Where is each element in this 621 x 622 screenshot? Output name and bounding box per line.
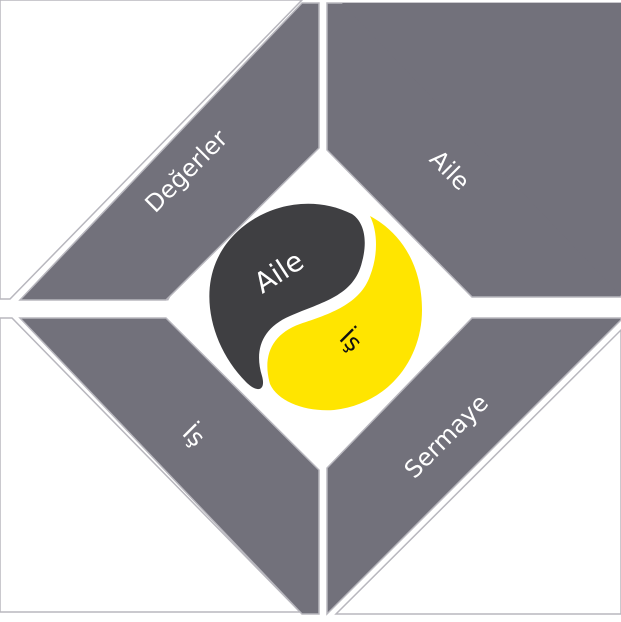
quadrant-bottom-right-white-area (334, 328, 621, 615)
quadrant-top-left-white-area (0, 0, 304, 300)
quadrant-bottom-left: İş (0, 317, 320, 615)
panel-bottom-right (326, 317, 621, 616)
yin-yang: Aile İş (209, 203, 422, 411)
yin-yang-dark-half (209, 203, 365, 390)
panel-bottom-left (18, 317, 320, 615)
quadrant-top-left: Değerler (0, 0, 320, 301)
yin-yang-light-half (267, 216, 422, 411)
panel-top-left-band (18, 2, 320, 301)
quadrant-top-right: Aile (326, 2, 621, 298)
quadrant-top-right-corner (330, 3, 621, 296)
